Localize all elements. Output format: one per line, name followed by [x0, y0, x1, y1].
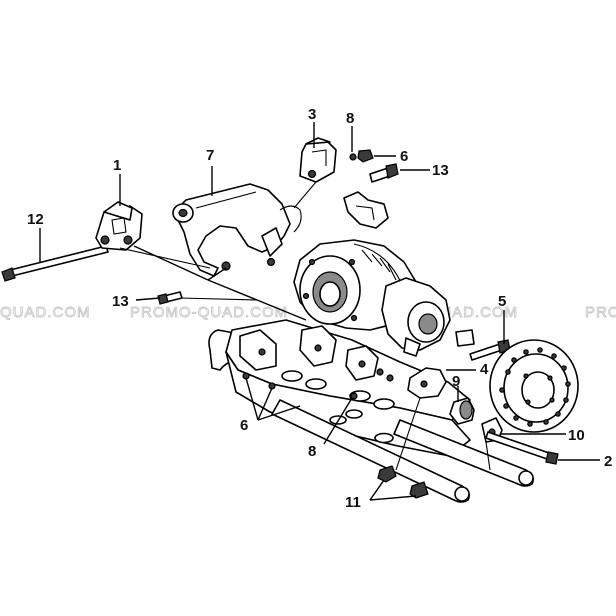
callouts: 1 2 3 4 5 6 6 7 8 8 9 10 11 12 13 13	[27, 106, 612, 511]
callout-2: 2	[604, 453, 612, 470]
callout-7: 7	[206, 147, 214, 164]
output-flange	[381, 277, 475, 357]
part-7-pivot-link	[172, 183, 302, 277]
callout-8-bottom: 8	[308, 443, 316, 460]
callout-10: 10	[568, 427, 585, 444]
brake-disc	[489, 339, 579, 433]
part-11-nuts	[377, 465, 429, 499]
callout-3: 3	[308, 106, 316, 123]
part-8-washer-top	[349, 153, 357, 161]
part-8-washer-bottom	[350, 392, 358, 400]
callout-6-bottom: 6	[240, 417, 248, 434]
callout-6-top: 6	[400, 148, 408, 165]
callout-9: 9	[452, 373, 460, 390]
callout-4: 4	[480, 361, 489, 378]
part-1-support-bracket	[95, 201, 143, 251]
leader-lines	[39, 122, 600, 501]
watermark-segment-1: QUAD.COM	[0, 304, 91, 321]
part-3-small-bracket	[299, 137, 337, 183]
part-12-long-bolt	[1, 245, 109, 282]
callout-1: 1	[113, 157, 121, 174]
callout-12: 12	[27, 211, 44, 228]
watermark-segment-4: PRO	[585, 304, 616, 321]
callout-11: 11	[345, 494, 361, 511]
part-2-axle-bolt	[485, 431, 559, 465]
callout-13-left: 13	[112, 293, 129, 310]
callout-8-top: 8	[346, 110, 354, 127]
callout-5: 5	[498, 293, 506, 310]
watermark-segment-2: PROMO-QUAD.COM	[130, 304, 288, 321]
top-hardware	[349, 149, 399, 183]
part-4-caliper-bracket	[376, 367, 447, 399]
part-13-bolt-left	[157, 291, 183, 305]
part-6-nut-top	[357, 149, 374, 163]
swingarm-tubes	[271, 399, 534, 503]
mount-clip-bracket	[343, 191, 389, 229]
part-9-bushing	[449, 397, 475, 425]
callout-13-top: 13	[432, 162, 449, 179]
